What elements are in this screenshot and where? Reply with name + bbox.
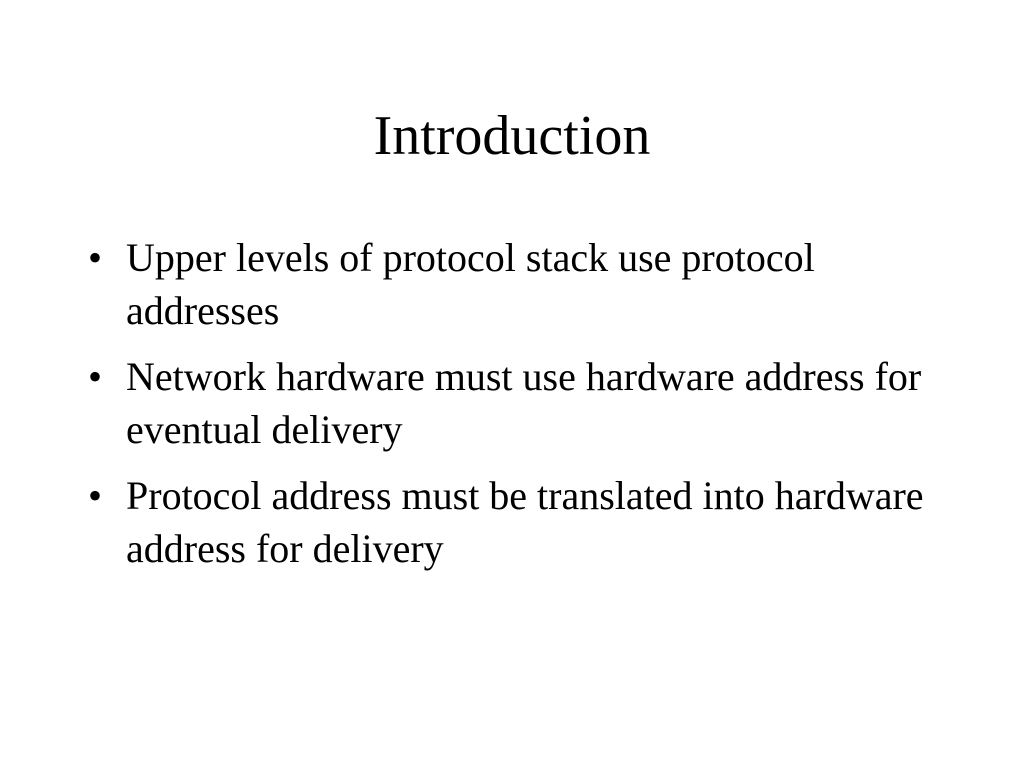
slide-title: Introduction — [373, 105, 651, 167]
bullet-item: • Protocol address must be translated in… — [0, 469, 1024, 575]
bullet-text: Network hardware must use hardware addre… — [126, 354, 922, 452]
bullet-icon: • — [88, 354, 103, 399]
bullet-item: • Upper levels of protocol stack use pro… — [0, 231, 1024, 337]
bullet-list: • Upper levels of protocol stack use pro… — [0, 231, 1024, 588]
bullet-item: • Network hardware must use hardware add… — [0, 350, 1024, 456]
bullet-icon: • — [88, 235, 103, 280]
bullet-text: Upper levels of protocol stack use proto… — [126, 235, 815, 333]
bullet-text: Protocol address must be translated into… — [126, 473, 924, 571]
bullet-icon: • — [88, 473, 103, 518]
